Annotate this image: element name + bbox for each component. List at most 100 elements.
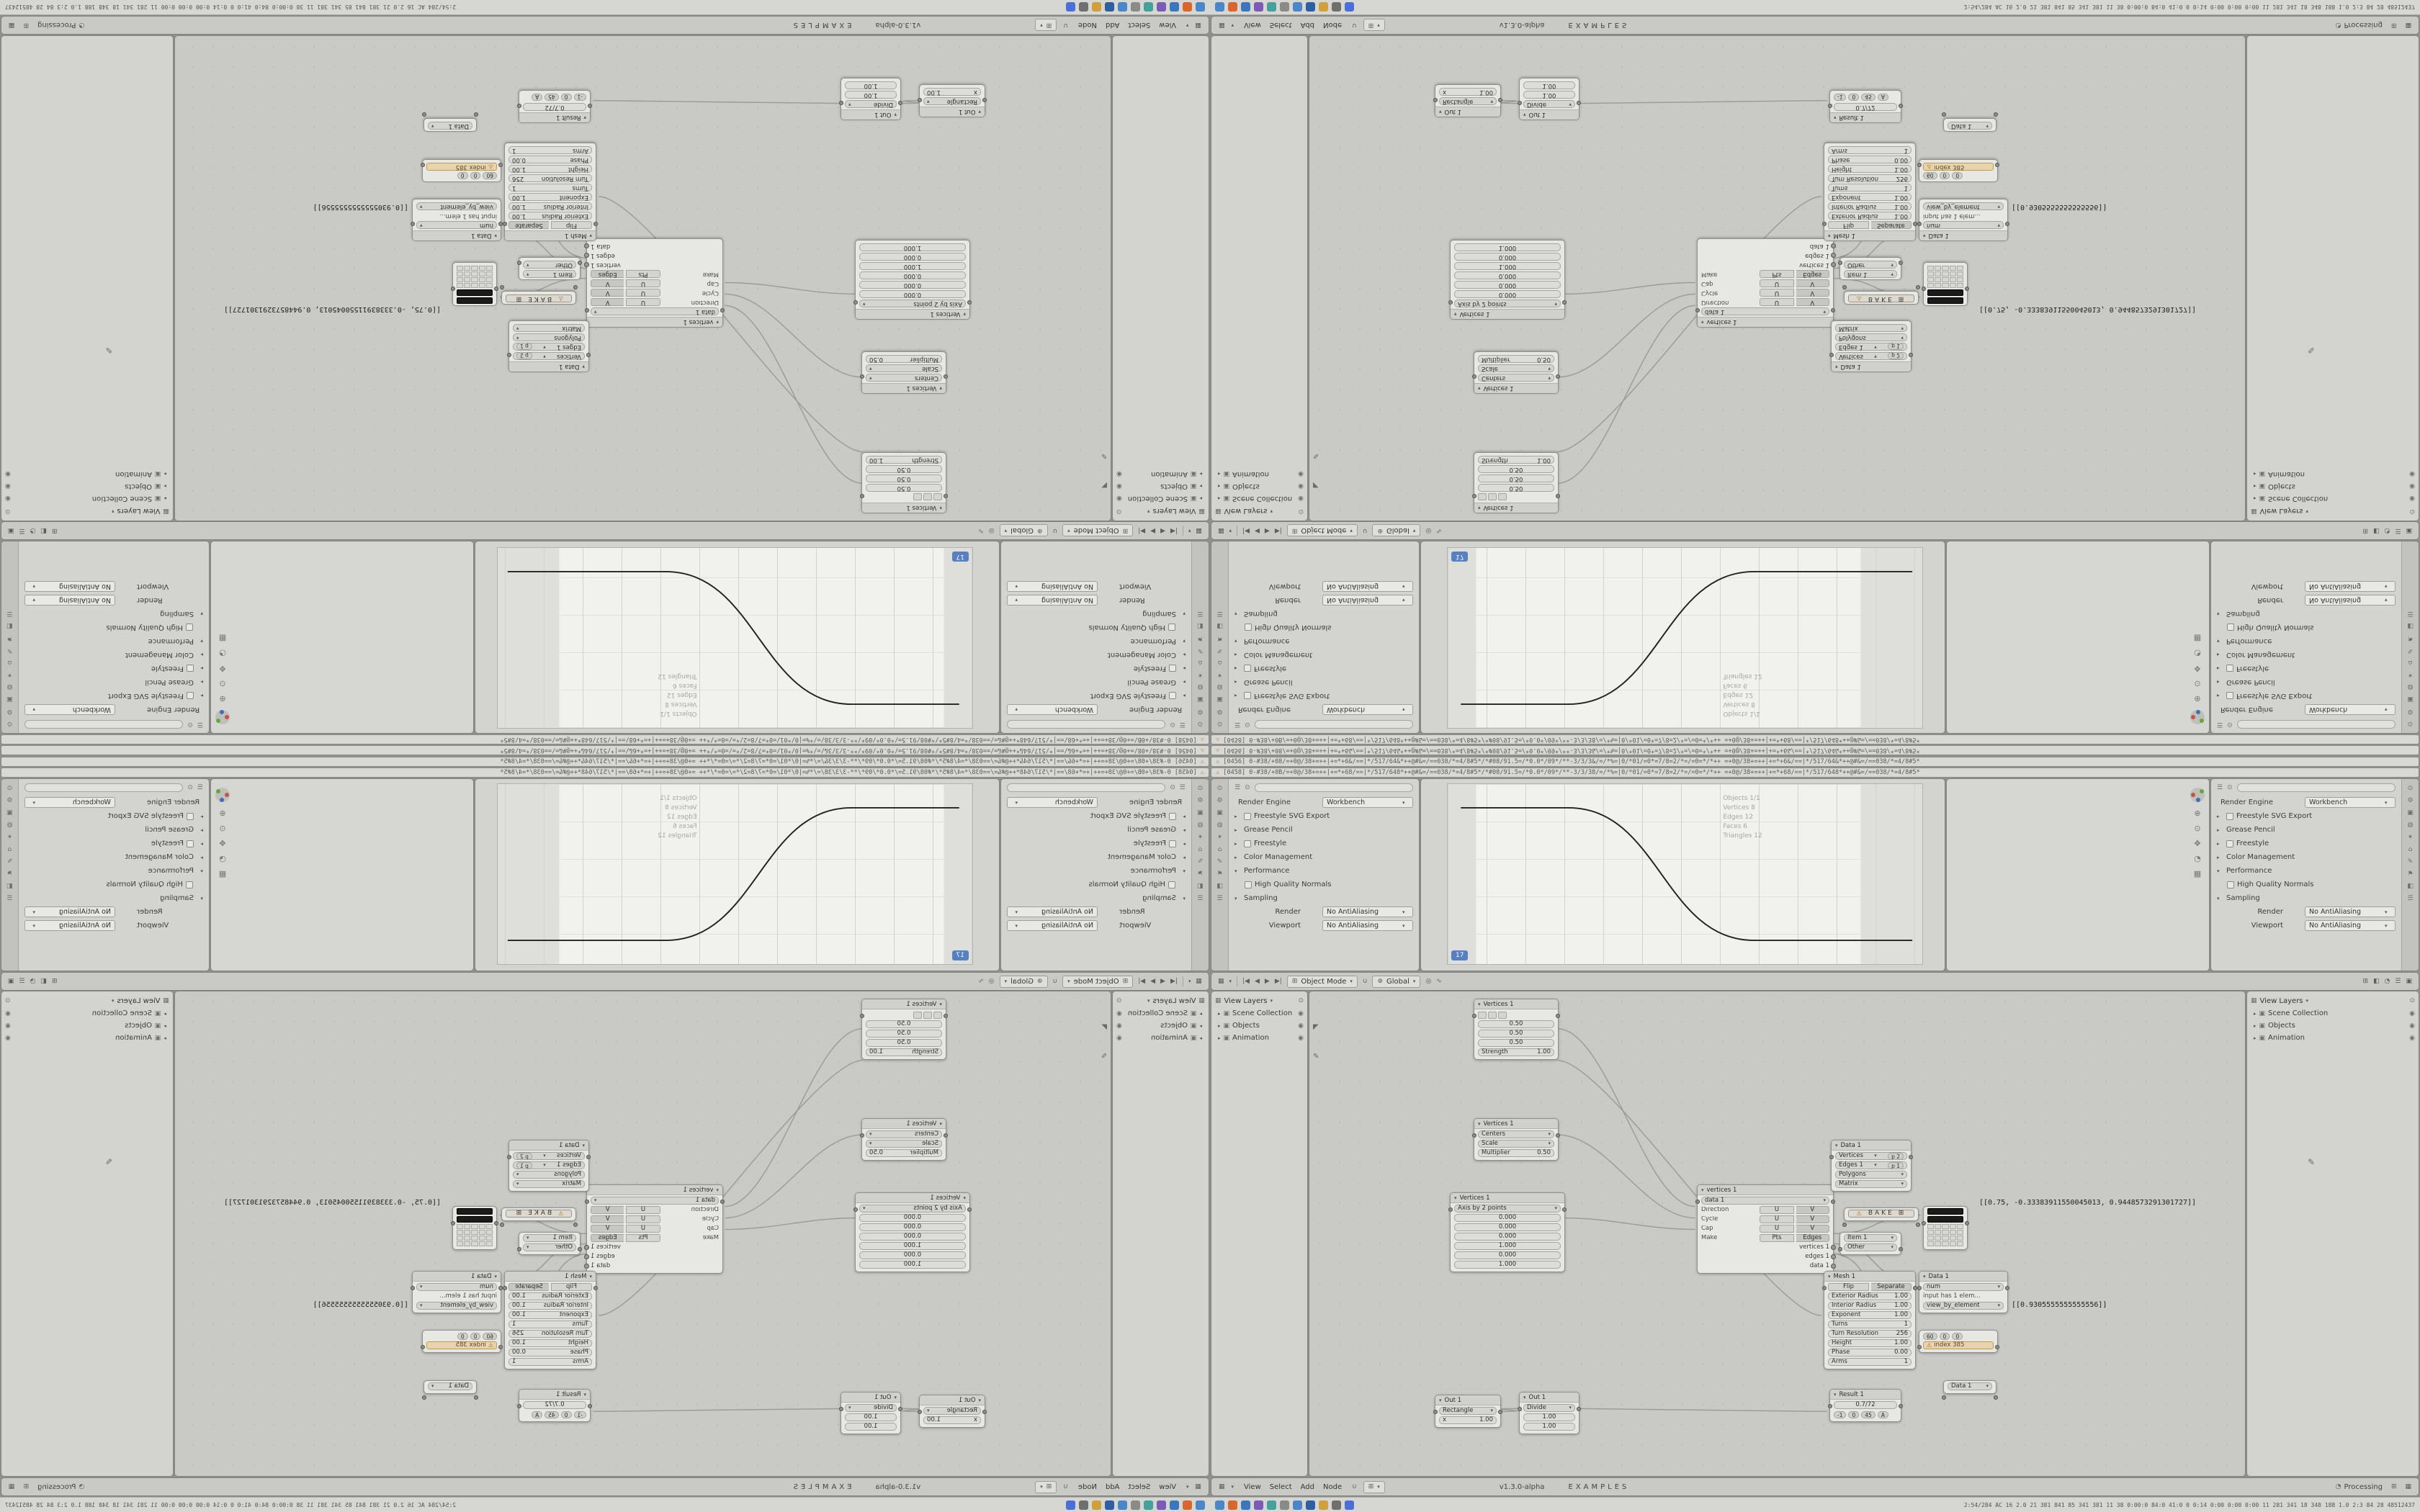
checkbox-freestyle[interactable] [1169,665,1176,672]
jump-start-icon[interactable]: |◀ [1170,977,1178,985]
props-tab-icon-3[interactable]: ◍ [1197,822,1204,829]
taskbar-app-icon-3[interactable] [1157,2,1166,12]
props-tab-icon-1[interactable]: ⚙ [6,708,13,715]
snap-magnet-icon[interactable]: ∪ [1052,527,1058,535]
node-hub-row-1-u[interactable]: U [1760,1206,1794,1214]
play-reverse-icon[interactable]: ◀ [1255,977,1260,985]
shading-sphere-icon[interactable]: ◔ [2384,977,2390,985]
props-row-freestyle-svg-export[interactable]: ▸Freestyle SVG Export [1234,809,1413,823]
visibility-eye-icon[interactable]: ◉ [1298,495,1304,503]
play-icon[interactable]: ▶ [1264,977,1270,985]
visibility-eye-icon[interactable]: ◉ [5,1034,11,1042]
search-icon[interactable]: ⊙ [1170,721,1175,729]
search-icon[interactable]: ⊙ [1170,783,1175,791]
menu-icon[interactable]: ☰ [19,527,25,535]
props-tab-icon-9[interactable]: ☰ [2407,610,2414,617]
filter-icon[interactable]: ☰ [197,783,203,791]
taskbar-app-icon-1[interactable] [1228,1500,1237,1510]
props-row-grease-pencil[interactable]: ▸Grease Pencil [24,675,203,689]
props-tab-icon-8[interactable]: ◧ [1197,622,1204,629]
node-out-rectangle-row-0[interactable]: Rectangle▾ [1439,1407,1497,1415]
properties-search-field[interactable] [1254,720,1413,729]
filter-icon[interactable]: ☰ [2217,721,2223,729]
props-tab-icon-2[interactable]: ▣ [6,696,13,703]
grid-icon[interactable]: ▣ [2406,977,2412,985]
outliner-row-animation[interactable]: ▸▣Animation◉ [1215,1032,1304,1044]
grid-cell[interactable] [1935,1236,1942,1241]
snap-magnet-icon[interactable]: ∪ [1052,977,1058,985]
gizmo-toggle-icon[interactable]: ⊞ [51,527,58,535]
outliner-row-objects[interactable]: ▸▣Objects◉ [1215,1020,1304,1032]
grid-cell[interactable] [1949,1241,1956,1246]
filter-icon[interactable]: ☰ [1234,783,1241,791]
props-row-sampling[interactable]: ▾Sampling [24,607,203,621]
props-tab-icon-7[interactable]: ⚑ [1216,634,1223,642]
status-layout-icon[interactable]: ▦ [2405,22,2411,30]
outliner-row-animation[interactable]: ▸▣Animation◉ [5,468,169,480]
viewport-gizmo-icon-3[interactable]: ◔ [219,854,226,863]
taskbar-app-icon-0[interactable] [1215,1500,1224,1510]
taskbar-app-icon-4[interactable] [1267,2,1276,12]
props-tab-icon-9[interactable]: ☰ [6,610,13,617]
grid-cell[interactable] [1927,1224,1935,1229]
node-swatch-grid-row-0-color-swatch[interactable] [1927,1208,1963,1215]
viewport-gizmo-icon-1[interactable]: ⊙ [219,824,226,833]
viewport-secondary[interactable]: ⊕⊙✥◔▦ [210,541,474,734]
gizmo-toggle-icon[interactable]: ⊞ [2362,977,2369,985]
snap-target-dropdown[interactable]: ⊞ ▾ [1363,1480,1385,1493]
props-row-sampling[interactable]: ▾Sampling [1234,891,1413,905]
socket-chip[interactable]: p 1 [1888,1161,1904,1169]
search-icon[interactable]: ⊙ [1245,721,1250,729]
viewport-gizmo-icon-4[interactable]: ▦ [218,869,227,878]
mini-toggle-button[interactable] [1498,1011,1507,1019]
viewport-secondary[interactable]: ⊕⊙✥◔▦ [1946,541,2210,734]
editor-type-icon[interactable]: ▦ [1195,22,1201,30]
viewport-secondary[interactable]: ⊕⊙✥◔▦ [1946,778,2210,971]
outliner-row-scene-collection[interactable]: ▸▣Scene Collection◉ [5,1007,169,1020]
props-tab-icon-0[interactable]: ⊙ [6,785,13,792]
props-row-performance[interactable]: ▾Performance [2217,634,2396,648]
props-tab-icon-8[interactable]: ◧ [1216,622,1223,629]
snap-icon[interactable]: ∪ [1063,22,1068,30]
shading-sphere-icon[interactable]: ◔ [30,527,36,535]
checkbox-freestyle[interactable] [187,665,194,672]
node-data-stack-row-2[interactable]: Polygons▾ [1835,1171,1907,1179]
taskbar-app-icon-4[interactable] [1267,1500,1276,1510]
taskbar-app-icon-7[interactable] [1306,2,1315,12]
mode-dropdown[interactable]: ⊞ Object Mode ▾ [1062,975,1134,988]
node-out-divide-row-1[interactable]: 1.00 [1523,1413,1575,1421]
play-icon[interactable]: ▶ [1150,527,1156,535]
orientation-dropdown[interactable]: ⊕ Global ▾ [1372,524,1421,537]
grid-cell[interactable] [1935,1230,1942,1235]
taskbar-app-icon-9[interactable] [1332,2,1341,12]
props-tab-icon-1[interactable]: ⚙ [2407,797,2414,804]
current-frame-badge[interactable]: 17 [951,950,969,960]
props-row-performance[interactable]: ▾Performance [1234,634,1413,648]
props-tab-icon-5[interactable]: ⌂ [2408,659,2413,666]
snap-magnet-icon[interactable]: ∪ [1362,977,1368,985]
menu-view[interactable]: View [1159,1482,1176,1491]
current-frame-badge[interactable]: 17 [951,552,969,562]
nav-axis-gizmo[interactable] [2190,710,2205,724]
props-tab-icon-5[interactable]: ⌂ [1217,846,1222,853]
props-row-grease-pencil[interactable]: ▸Grease Pencil [1007,675,1186,689]
jump-end-icon[interactable]: ▶| [1274,977,1282,985]
play-reverse-icon[interactable]: ◀ [1160,977,1165,985]
render-select[interactable]: No AntiAliasing▾ [2305,595,2396,606]
props-tab-icon-1[interactable]: ⚙ [1197,708,1204,715]
editor-type-icon[interactable]: ▦ [1218,527,1224,535]
outliner-row-objects[interactable]: ▸▣Objects◉ [1116,1020,1205,1032]
node-hub-row-4-pts[interactable]: Pts [1760,1234,1794,1242]
checkbox-freestyle[interactable] [2226,840,2233,847]
taskbar-app-icon-3[interactable] [1254,2,1263,12]
props-tab-icon-2[interactable]: ▣ [1216,809,1223,816]
taskbar-app-icon-2[interactable] [1241,1500,1250,1510]
props-tab-icon-5[interactable]: ⌂ [1198,659,1203,666]
